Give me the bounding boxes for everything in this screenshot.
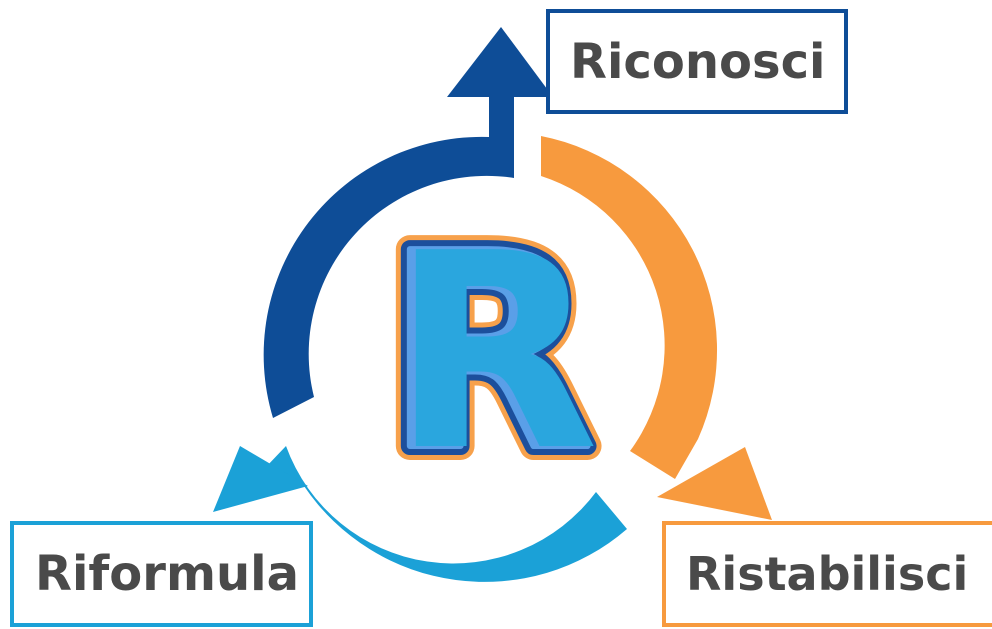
step-label-box-ristabilisci: Ristabilisci	[662, 521, 992, 627]
arc-riformula-band	[265, 446, 627, 582]
arc-riconosci-band	[263, 97, 514, 418]
step-label-riformula: Riformula	[35, 546, 299, 602]
step-label-box-riformula: Riformula	[10, 521, 313, 627]
center-letter-r: R R R R	[371, 181, 607, 524]
arc-riconosci	[263, 27, 553, 418]
step-label-box-riconosci: Riconosci	[546, 9, 848, 114]
center-letter-fill: R	[391, 195, 599, 510]
arrow-down-right-icon	[657, 447, 772, 520]
center-letter-highlight: R	[385, 195, 593, 510]
arrow-up-icon	[447, 27, 553, 97]
center-letter-outline: R	[385, 195, 593, 510]
center-letter-glow: R	[385, 195, 593, 510]
arc-ristabilisci-band	[541, 136, 718, 479]
arc-riformula	[213, 446, 627, 582]
arrow-down-left-icon	[213, 446, 308, 512]
step-label-riconosci: Riconosci	[570, 33, 826, 90]
arc-ristabilisci	[541, 136, 772, 520]
step-label-ristabilisci: Ristabilisci	[686, 547, 969, 601]
